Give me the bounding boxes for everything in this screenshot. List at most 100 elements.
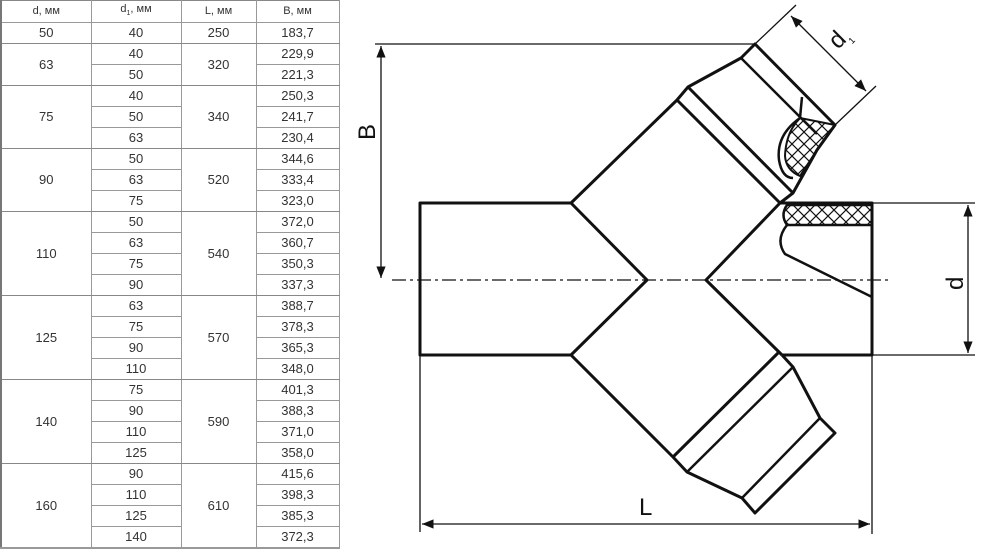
cell-B: 401,3 [255, 379, 340, 402]
label-L: L [639, 494, 652, 521]
cell-B: 365,3 [255, 337, 340, 360]
upper-seal-hatch [784, 117, 836, 177]
table-row: 63 333,4 [1, 169, 340, 192]
main-socket-seal [779, 203, 874, 299]
header-d1-subscript: 1 [126, 10, 131, 18]
cell-d1: 110 [90, 358, 182, 381]
cell-d1: 75 [90, 379, 182, 402]
cell-d: 63 [0, 43, 92, 87]
cell-B: 398,3 [255, 484, 340, 507]
cell-d1: 50 [90, 211, 182, 234]
table-row: 110 371,0 [1, 421, 340, 444]
main-pipe [418, 201, 874, 357]
table-row: 125 385,3 [1, 505, 340, 528]
cell-d1: 63 [90, 295, 182, 318]
cell-d1: 63 [90, 232, 182, 255]
cell-d1: 90 [90, 463, 182, 486]
cell-d1: 90 [90, 274, 182, 297]
cell-B: 250,3 [255, 85, 340, 108]
cell-L: 520 [180, 148, 257, 213]
label-d1-subscript: 1 [846, 35, 857, 46]
cell-B: 333,4 [255, 169, 340, 192]
cell-d1: 75 [90, 316, 182, 339]
cell-B: 371,0 [255, 421, 340, 444]
cell-d1: 63 [90, 127, 182, 150]
cell-L: 250 [180, 22, 257, 45]
header-d1-unit: , мм [130, 3, 152, 15]
cell-d1: 50 [90, 106, 182, 129]
cell-d: 125 [0, 295, 92, 381]
cell-d: 160 [0, 463, 92, 549]
cell-B: 229,9 [255, 43, 340, 66]
cell-L: 570 [180, 295, 257, 381]
cell-L: 590 [180, 379, 257, 465]
upper-branch [569, 42, 837, 205]
label-B: B [354, 124, 381, 140]
cell-B: 350,3 [255, 253, 340, 276]
table-row: 140 372,3 [1, 526, 340, 549]
cell-B: 358,0 [255, 442, 340, 465]
cell-d: 50 [0, 22, 92, 45]
cell-d1: 140 [90, 526, 182, 549]
cell-d1: 110 [90, 421, 182, 444]
cell-d1: 40 [90, 43, 182, 66]
table-row: 63 360,7 [1, 232, 340, 255]
cell-B: 378,3 [255, 316, 340, 339]
table-row: 75 378,3 [1, 316, 340, 339]
cell-d1: 50 [90, 64, 182, 87]
table-row: 75 350,3 [1, 253, 340, 276]
cell-d1: 90 [90, 400, 182, 423]
cell-d1: 63 [90, 169, 182, 192]
d1-extension-top [754, 4, 797, 45]
cell-B: 360,7 [255, 232, 340, 255]
table-row: 90 337,3 [1, 274, 340, 297]
cell-B: 344,6 [255, 148, 340, 171]
cell-B: 372,3 [255, 526, 340, 549]
table-header-row: d, мм d1, мм L, мм B, мм [0, 0, 340, 24]
header-d: d, мм [0, 0, 92, 24]
wye-fitting-drawing: B d L d 1 [354, 4, 975, 534]
cell-B: 241,7 [255, 106, 340, 129]
cell-L: 320 [180, 43, 257, 87]
d1-dimension-line [790, 15, 867, 92]
header-d1: d1, мм [90, 0, 182, 24]
cell-L: 340 [180, 85, 257, 150]
cell-d1: 75 [90, 190, 182, 213]
table-row: 110 398,3 [1, 484, 340, 507]
cell-B: 385,3 [255, 505, 340, 528]
cell-B: 388,3 [255, 400, 340, 423]
cell-d1: 40 [90, 22, 182, 45]
cell-d1: 110 [90, 484, 182, 507]
cell-d1: 40 [90, 85, 182, 108]
label-d: d [942, 277, 969, 290]
table-row: 50 221,3 [1, 64, 340, 87]
header-d1-symbol: d [120, 3, 127, 15]
cell-B: 221,3 [255, 64, 340, 87]
cell-B: 337,3 [255, 274, 340, 297]
cell-d: 75 [0, 85, 92, 150]
cell-d: 110 [0, 211, 92, 297]
cell-d1: 75 [90, 253, 182, 276]
cell-B: 230,4 [255, 127, 340, 150]
cell-d: 90 [0, 148, 92, 213]
cell-B: 372,0 [255, 211, 340, 234]
cell-L: 610 [180, 463, 257, 549]
cell-B: 183,7 [255, 22, 340, 45]
cell-d1: 125 [90, 505, 182, 528]
d1-extension-bottom [834, 85, 877, 126]
cell-B: 415,6 [255, 463, 340, 486]
lower-branch [569, 351, 837, 515]
cell-B: 348,0 [255, 358, 340, 381]
cell-B: 323,0 [255, 190, 340, 213]
